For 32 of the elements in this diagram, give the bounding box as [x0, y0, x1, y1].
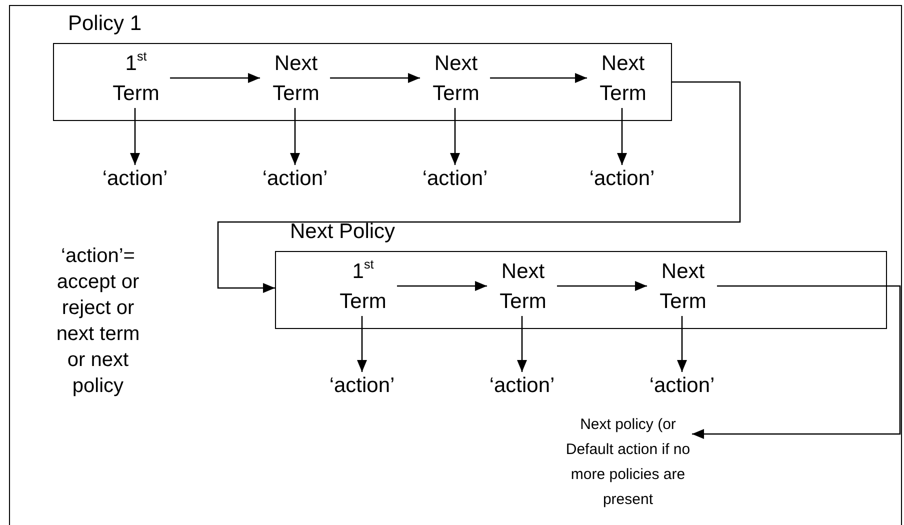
action-label: ‘action’	[240, 165, 350, 193]
arrow	[517, 316, 527, 372]
arrow	[290, 108, 300, 165]
arrow	[677, 316, 687, 372]
action-label: ‘action’	[627, 372, 737, 400]
term-label: 1$^{st}$ Term	[101, 49, 171, 109]
term-label: Next Term	[648, 257, 718, 317]
action-label: ‘action’	[467, 372, 577, 400]
arrow	[357, 316, 367, 372]
term-label: Next Term	[261, 49, 331, 109]
arrow	[170, 73, 260, 83]
policy-heading: Policy 1	[68, 11, 142, 37]
note-text: Next policy (or Default action if no more policies are present	[564, 412, 692, 512]
term-label: Next Term	[488, 257, 558, 317]
legend-note: ‘action’= accept or reject or next term or next policy	[55, 244, 141, 399]
policy-heading: Next Policy	[290, 219, 396, 245]
arrow	[557, 281, 647, 291]
arrow	[397, 281, 487, 291]
arrow	[330, 73, 420, 83]
term-label: Next Term	[421, 49, 491, 109]
term-label: Next Term	[588, 49, 658, 109]
arrow	[130, 108, 140, 165]
action-label: ‘action’	[400, 165, 510, 193]
action-label: ‘action’	[307, 372, 417, 400]
action-label: ‘action’	[567, 165, 677, 193]
arrow	[692, 285, 901, 439]
arrow	[617, 108, 627, 165]
arrow	[217, 81, 741, 293]
term-label: 1$^{st}$ Term	[328, 257, 398, 317]
arrow	[490, 73, 587, 83]
arrow	[450, 108, 460, 165]
action-label: ‘action’	[80, 165, 190, 193]
